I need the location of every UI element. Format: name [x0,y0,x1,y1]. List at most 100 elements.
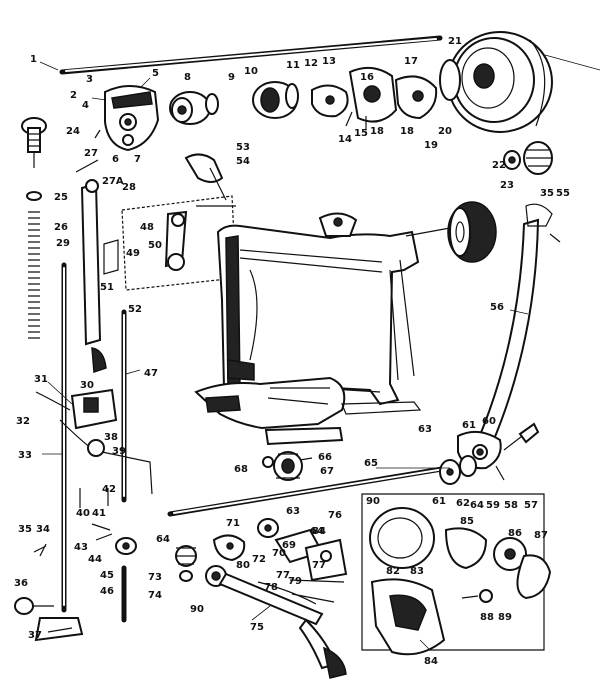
callout-31: 31 [34,374,48,385]
take-up-lever-assembly [91,77,160,152]
callout-13: 13 [322,56,336,67]
callout-57: 57 [524,500,538,511]
shaft-bushing-2 [252,81,299,119]
callout-23: 23 [500,180,514,191]
callout-67: 67 [320,466,334,477]
callout-12: 12 [304,58,318,69]
machine-bed-plate [194,376,422,446]
rotary-hook-inset [361,493,552,656]
callout-47: 47 [144,368,158,379]
callout-35b: 35 [540,188,554,199]
gear-and-collar [345,66,438,130]
callout-16: 16 [360,72,374,83]
callout-84a: 84 [312,526,326,537]
callout-3: 3 [86,74,93,85]
callout-32: 32 [16,416,30,427]
callout-68: 68 [234,464,248,475]
callout-18b: 18 [400,126,414,137]
hook-shaft [167,455,477,517]
callout-40: 40 [76,508,90,519]
callout-26: 26 [54,222,68,233]
callout-29: 29 [56,238,70,249]
callout-24: 24 [66,126,80,137]
callout-71: 71 [226,518,240,529]
callout-20: 20 [438,126,452,137]
callout-77b: 77 [312,560,326,571]
callout-28: 28 [122,182,136,193]
callout-72: 72 [252,554,266,565]
callout-54: 54 [236,156,250,167]
callout-89: 89 [498,612,512,623]
callout-22: 22 [492,160,506,171]
callout-14: 14 [338,134,352,145]
callout-45: 45 [100,570,114,581]
callout-69: 69 [282,540,296,551]
callout-36: 36 [14,578,28,589]
feed-mechanism-parts [212,518,348,603]
needle-bar-crank-inset [103,153,237,291]
callout-76: 76 [328,510,342,521]
callout-35a: 35 [18,524,32,535]
hook-shaft-gear [262,451,313,481]
rear-belt-wheel [405,201,497,263]
callout-21: 21 [448,36,462,47]
callout-53: 53 [236,142,250,153]
callout-75: 75 [250,622,264,633]
needle-bar-link [75,159,107,374]
callout-50: 50 [148,240,162,251]
callout-34: 34 [36,524,50,535]
callout-9: 9 [228,72,235,83]
callout-61b: 61 [432,496,446,507]
callout-1: 1 [30,54,37,65]
callout-10: 10 [244,66,258,77]
callout-82: 82 [386,566,400,577]
callout-55: 55 [556,188,570,199]
callout-27a: 27A [102,176,124,187]
callout-42: 42 [102,484,116,495]
callout-43: 43 [74,542,88,553]
callout-60: 60 [482,416,496,427]
callout-5: 5 [152,68,159,79]
callout-15: 15 [354,128,368,139]
callout-41: 41 [92,508,106,519]
thread-guide-bracket [35,388,153,495]
callout-11: 11 [286,60,300,71]
callout-8: 8 [184,72,191,83]
callout-85: 85 [460,516,474,527]
callout-66: 66 [318,452,332,463]
callout-37: 37 [28,630,42,641]
callout-labels: 1 2 3 4 5 6 7 8 9 10 11 12 13 14 15 16 1… [14,36,570,667]
callout-62: 62 [456,498,470,509]
hand-wheel [439,31,601,133]
callout-84b: 84 [424,656,438,667]
callout-39: 39 [112,446,126,457]
presser-spring [26,191,42,339]
callout-17: 17 [404,56,418,67]
callout-70: 70 [272,548,286,559]
callout-52: 52 [128,304,142,315]
feed-rock-shaft-gear [175,545,197,582]
callout-58: 58 [504,500,518,511]
callout-56: 56 [490,302,504,313]
callout-51: 51 [100,282,114,293]
callout-90b: 90 [190,604,204,615]
callout-83: 83 [410,566,424,577]
callout-38: 38 [104,432,118,443]
callout-64b: 64 [310,526,324,537]
callout-63a: 63 [418,424,432,435]
callout-6: 6 [112,154,119,165]
callout-25: 25 [54,192,68,203]
machine-head-casting [216,212,420,406]
callout-88: 88 [480,612,494,623]
callout-2: 2 [70,90,77,101]
crank-bolt [495,422,540,481]
callout-4: 4 [82,100,89,111]
callout-90a: 90 [366,496,380,507]
callout-63b: 63 [286,506,300,517]
callout-49: 49 [126,248,140,259]
callout-59: 59 [486,500,500,511]
callout-19: 19 [424,140,438,151]
feed-rock-shaft [205,565,347,679]
